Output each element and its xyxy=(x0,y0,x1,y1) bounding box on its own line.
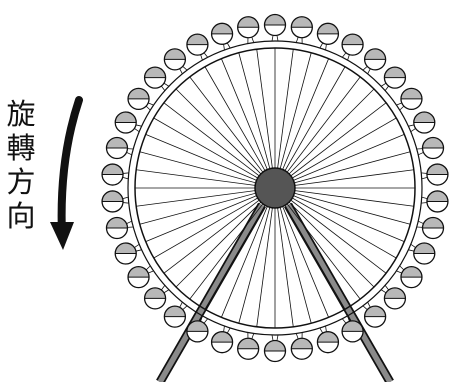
gondola xyxy=(145,67,169,91)
gondola xyxy=(115,112,141,133)
gondola xyxy=(421,191,448,212)
gondola xyxy=(342,34,363,60)
gondola xyxy=(363,302,386,327)
spoke xyxy=(205,188,275,309)
gondola xyxy=(381,285,405,309)
gondola xyxy=(417,218,444,239)
gondola xyxy=(421,164,448,185)
gondola xyxy=(102,191,129,212)
gondola xyxy=(164,302,187,327)
gondola xyxy=(115,243,141,264)
gondola xyxy=(265,15,286,42)
gondola xyxy=(187,34,208,60)
gondola xyxy=(102,164,129,185)
gondola xyxy=(212,23,233,50)
gondola xyxy=(128,266,154,288)
gondola xyxy=(238,333,259,360)
gondola xyxy=(164,49,187,74)
gondola xyxy=(291,17,312,44)
gondola xyxy=(317,23,338,50)
gondola xyxy=(408,112,434,133)
gondola xyxy=(381,67,405,91)
gondola xyxy=(106,137,133,158)
spoke xyxy=(140,152,275,188)
gondola xyxy=(145,285,169,309)
gondola xyxy=(265,335,286,362)
spoke xyxy=(275,188,345,309)
spoke xyxy=(221,59,275,188)
gondola xyxy=(396,266,422,288)
rotation-arrow-icon xyxy=(50,100,79,250)
spoke xyxy=(176,89,275,188)
gondola xyxy=(408,243,434,264)
wheel-hub xyxy=(255,168,295,208)
spoke xyxy=(239,53,275,188)
spoke xyxy=(154,118,275,188)
spoke xyxy=(275,89,374,188)
spoke xyxy=(146,134,275,188)
spoke xyxy=(275,118,396,188)
spoke xyxy=(275,59,329,188)
gondola xyxy=(238,17,259,44)
gondola xyxy=(317,326,338,353)
gondola xyxy=(417,137,444,158)
gondola xyxy=(212,326,233,353)
gondola xyxy=(106,218,133,239)
gondola xyxy=(291,333,312,360)
spoke xyxy=(275,67,345,188)
spoke xyxy=(275,134,404,188)
gondola xyxy=(396,88,422,110)
gondola xyxy=(128,88,154,110)
spoke xyxy=(205,67,275,188)
gondola xyxy=(363,49,386,74)
spoke xyxy=(275,53,311,188)
spoke xyxy=(275,152,410,188)
